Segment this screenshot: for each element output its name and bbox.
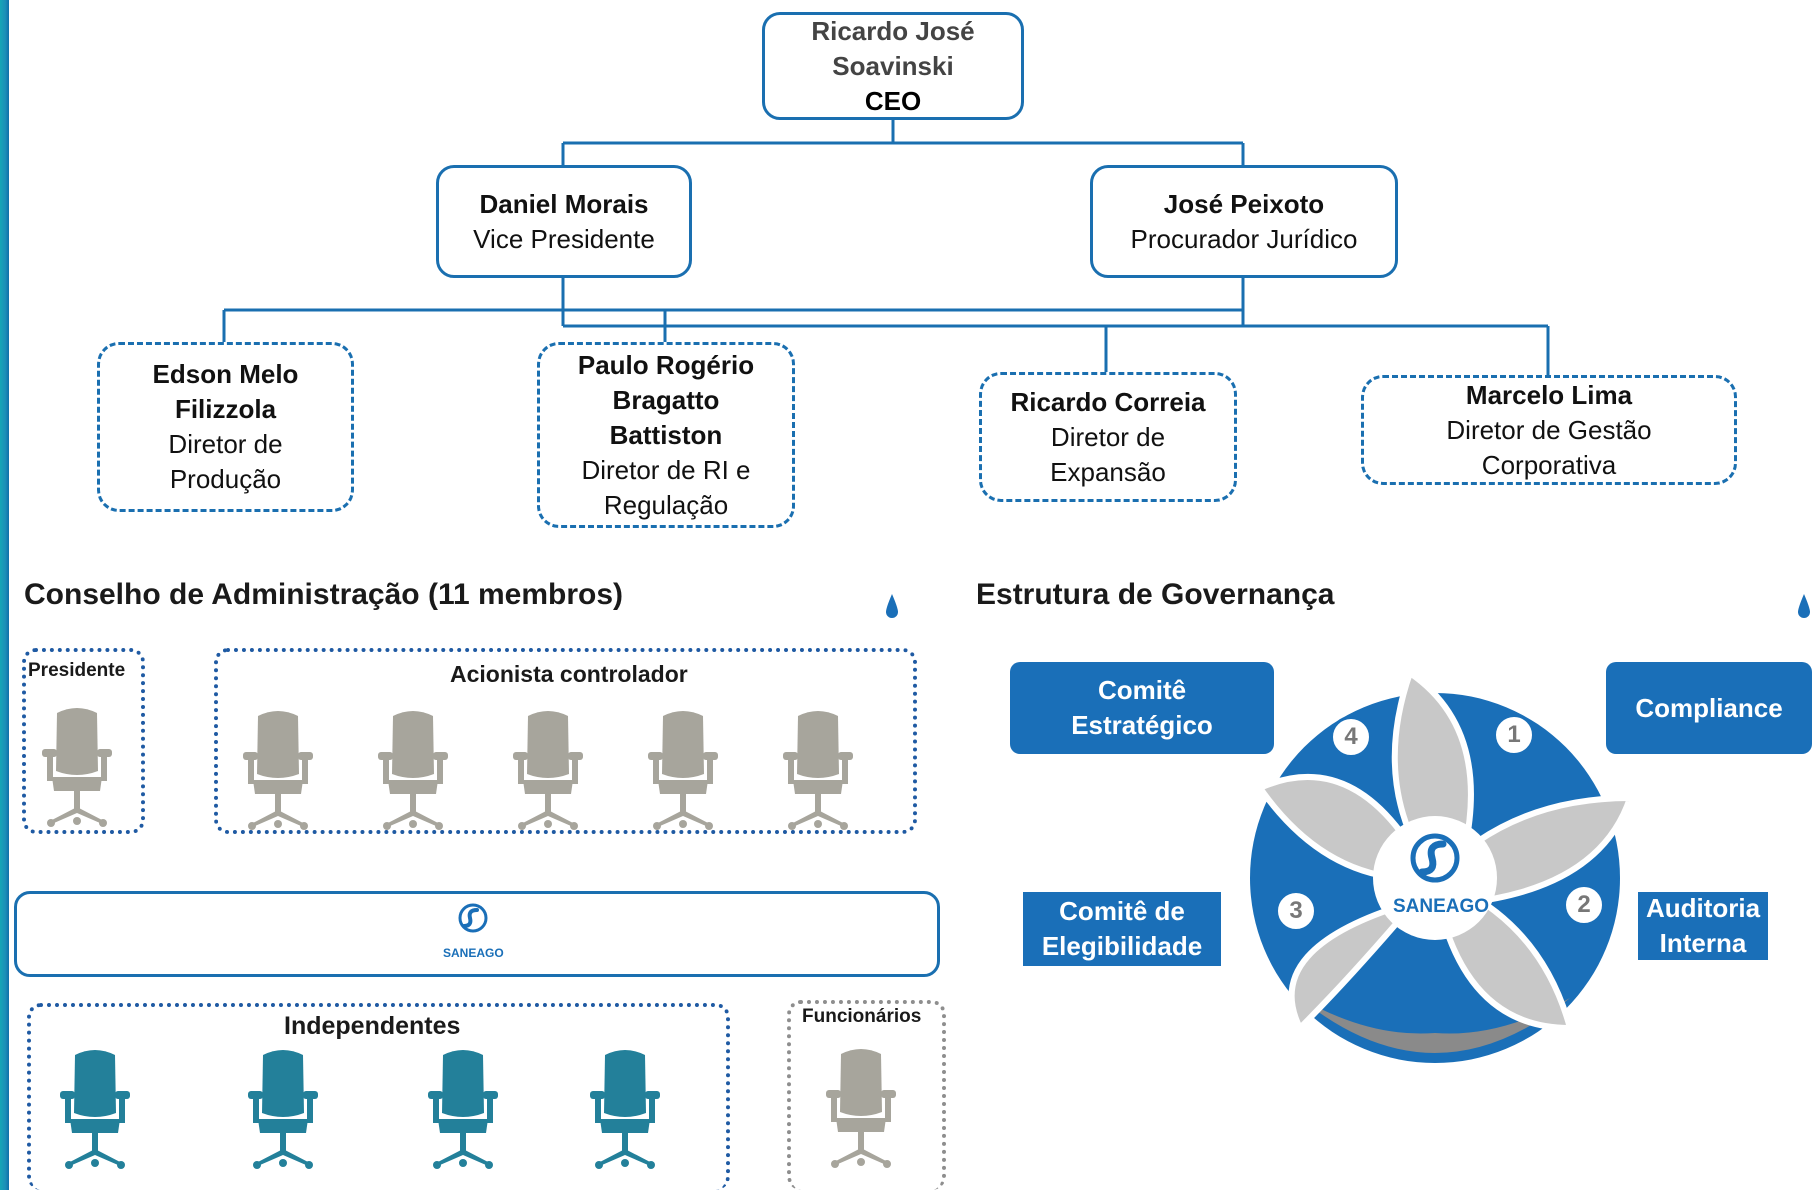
chair-icon bbox=[646, 708, 720, 832]
comite-elegibilidade-line2: Elegibilidade bbox=[1041, 931, 1203, 961]
legal-node: José Peixoto Procurador Jurídico bbox=[1090, 165, 1398, 278]
water-drop-icon bbox=[1798, 594, 1810, 618]
comite-estrategico-line2: Estratégico bbox=[1071, 710, 1213, 740]
vp-node: Daniel Morais Vice Presidente bbox=[436, 165, 692, 278]
director-title-line1: Diretor de Gestão bbox=[1446, 414, 1652, 445]
chair-icon bbox=[426, 1047, 500, 1171]
chair-icon bbox=[241, 708, 315, 832]
auditoria-interna-card: Auditoria Interna bbox=[1638, 892, 1768, 960]
director-name-line1: Paulo Rogério bbox=[577, 349, 755, 380]
step-badge: 4 bbox=[1330, 716, 1372, 758]
governance-title: Estrutura de Governança bbox=[976, 578, 1335, 611]
saneago-center-logo-text: SANEAGO bbox=[1393, 896, 1490, 917]
independents-label: Independentes bbox=[284, 1012, 461, 1040]
comite-elegibilidade-line1: Comitê de bbox=[1059, 896, 1185, 926]
saneago-logo-text: SANEAGO bbox=[443, 946, 504, 960]
employees-group bbox=[787, 1000, 946, 1190]
director-title-line1: Diretor de bbox=[1050, 421, 1166, 452]
director-name: Marcelo Lima bbox=[1465, 379, 1633, 410]
saneago-logo-icon bbox=[458, 903, 488, 933]
director-name-line2: Filizzola bbox=[174, 394, 277, 424]
director-node: Paulo Rogério Bragatto Battiston Diretor… bbox=[537, 342, 795, 528]
ceo-title: CEO bbox=[864, 85, 922, 116]
director-node: Ricardo Correia Diretor de Expansão bbox=[979, 372, 1237, 502]
chair-icon bbox=[58, 1047, 132, 1171]
chair-icon bbox=[824, 1046, 898, 1170]
ceo-name-line2: Soavinski bbox=[832, 50, 954, 81]
compliance-label: Compliance bbox=[1635, 692, 1783, 723]
board-title: Conselho de Administração (11 membros) bbox=[24, 578, 624, 611]
director-name: Ricardo Correia bbox=[1010, 386, 1206, 417]
director-node: Edson Melo Filizzola Diretor de Produção bbox=[97, 342, 354, 512]
chair-icon bbox=[40, 705, 114, 829]
vp-name: Daniel Morais bbox=[479, 188, 649, 219]
comite-elegibilidade-card: Comitê de Elegibilidade bbox=[1023, 892, 1221, 966]
chair-icon bbox=[376, 708, 450, 832]
president-group bbox=[22, 648, 145, 834]
chair-icon bbox=[781, 708, 855, 832]
employees-label: Funcionários bbox=[802, 1006, 922, 1027]
director-title-line1: Diretor de bbox=[168, 429, 283, 459]
step-badge: 2 bbox=[1563, 884, 1605, 926]
president-label: Presidente bbox=[28, 660, 126, 681]
director-title-line2: Produção bbox=[169, 464, 282, 494]
controlling-shareholder-group bbox=[214, 648, 917, 834]
compliance-card: Compliance bbox=[1606, 662, 1812, 754]
org-connectors bbox=[222, 118, 1550, 376]
director-name-line3: Battiston bbox=[609, 419, 723, 450]
legal-title: Procurador Jurídico bbox=[1130, 223, 1358, 254]
ceo-name-line1: Ricardo José bbox=[811, 15, 975, 46]
director-name-line1: Edson Melo bbox=[152, 359, 299, 389]
auditoria-line2: Interna bbox=[1659, 928, 1747, 958]
director-node: Marcelo Lima Diretor de Gestão Corporati… bbox=[1361, 375, 1737, 485]
vp-title: Vice Presidente bbox=[473, 223, 655, 254]
step-badge: 3 bbox=[1275, 890, 1317, 932]
legal-name: José Peixoto bbox=[1163, 188, 1325, 219]
director-title-line2: Expansão bbox=[1050, 456, 1166, 487]
step-badge: 1 bbox=[1493, 714, 1535, 756]
left-edge-accent bbox=[0, 0, 9, 1190]
comite-estrategico-card: Comitê Estratégico bbox=[1010, 662, 1274, 754]
independents-group bbox=[27, 1003, 730, 1190]
controlling-label: Acionista controlador bbox=[450, 661, 688, 687]
governance-wheel bbox=[1250, 668, 1630, 1063]
chair-icon bbox=[511, 708, 585, 832]
director-title-line2: Corporativa bbox=[1481, 449, 1617, 480]
auditoria-line1: Auditoria bbox=[1645, 893, 1761, 923]
director-title-line1: Diretor de RI e bbox=[581, 454, 751, 485]
director-title-line2: Regulação bbox=[603, 489, 729, 520]
chair-icon bbox=[246, 1047, 320, 1171]
water-drop-icon bbox=[886, 594, 898, 618]
ceo-node: Ricardo José Soavinski CEO bbox=[762, 12, 1024, 120]
comite-estrategico-line1: Comitê bbox=[1097, 675, 1187, 705]
director-name-line2: Bragatto bbox=[612, 384, 720, 415]
chair-icon bbox=[588, 1047, 662, 1171]
